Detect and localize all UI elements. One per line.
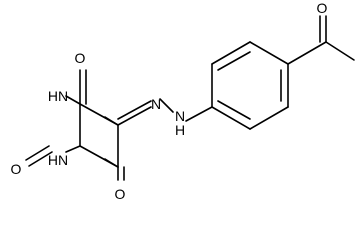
bond-co-left-b bbox=[28, 151, 53, 167]
bond-c2-n-upper bbox=[104, 116, 119, 126]
atom-labels: O O O O HN HN N N H bbox=[11, 0, 328, 202]
bond-benzene-1 bbox=[211, 106, 251, 130]
atom-h-hydrazo: H bbox=[175, 122, 185, 138]
bond-azo-b bbox=[117, 100, 152, 120]
bond-acetyl-methyl bbox=[325, 41, 355, 61]
bond-co-left-a bbox=[25, 145, 50, 161]
bond-c5-n-lower bbox=[65, 145, 81, 153]
bond-acetyl-1 bbox=[287, 41, 327, 65]
bond-c6-n-lower bbox=[104, 158, 119, 168]
atom-o-bottom: O bbox=[115, 186, 126, 202]
atom-o-acetyl: O bbox=[317, 0, 328, 16]
bond-benzene-inner-3 bbox=[217, 51, 251, 71]
bond-benzene-2 bbox=[249, 106, 289, 130]
bond-benzene-inner-1 bbox=[217, 100, 251, 120]
bond-hydrazo bbox=[159, 98, 174, 113]
bond-benzene-4 bbox=[249, 41, 289, 65]
atom-nh-lower: HN bbox=[48, 152, 68, 168]
bond-lines bbox=[25, 15, 355, 181]
bond-benzene-5 bbox=[211, 41, 251, 65]
chemical-structure: O O O O HN HN N N H bbox=[11, 0, 355, 202]
atom-n-hydrazo: N bbox=[175, 108, 185, 124]
atom-o-top: O bbox=[75, 50, 86, 66]
atom-o-left: O bbox=[11, 161, 22, 177]
atom-nh-upper: HN bbox=[48, 88, 68, 104]
atom-n-azo: N bbox=[151, 96, 161, 112]
bond-c1-n-upper bbox=[65, 95, 81, 105]
bond-azo-a bbox=[117, 106, 152, 126]
bond-nh-ring bbox=[185, 106, 213, 122]
